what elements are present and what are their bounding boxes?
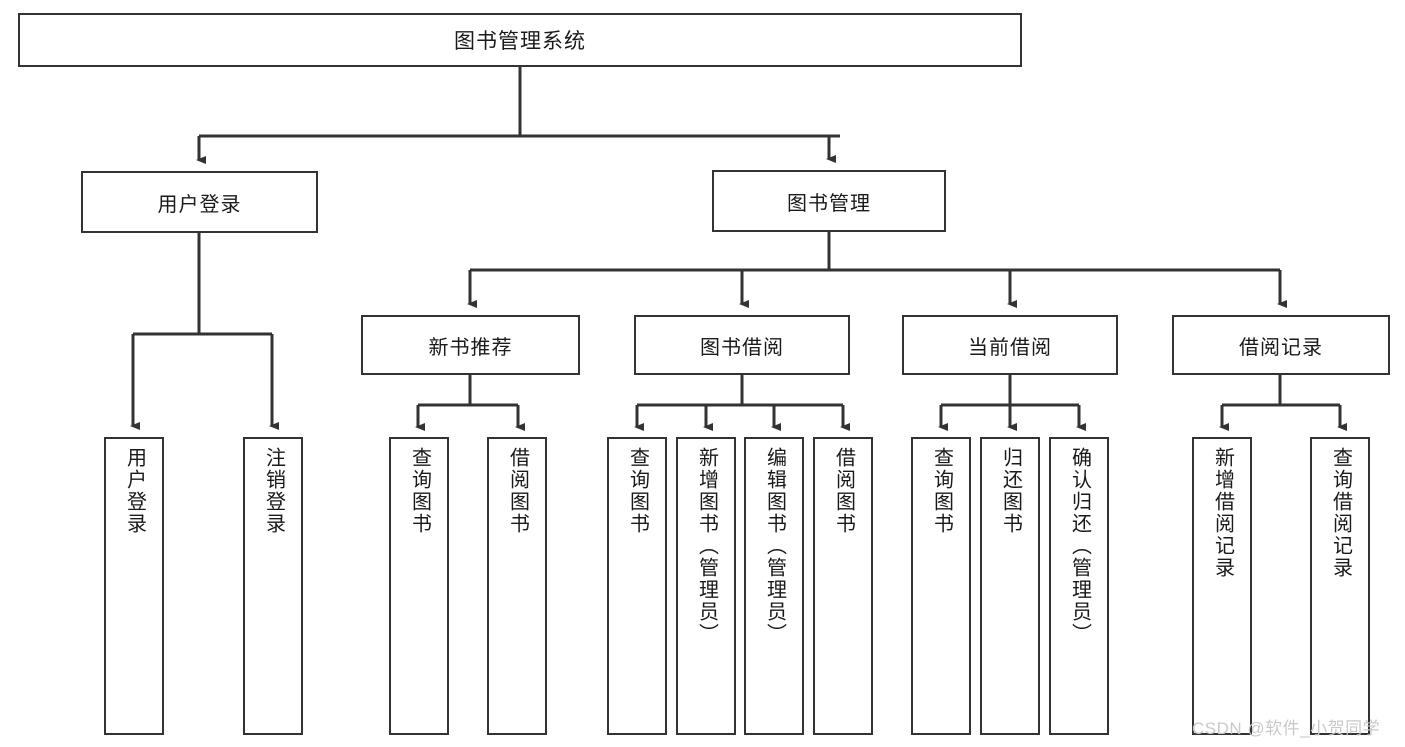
node-book-borrow[interactable]: 图书借阅 (634, 315, 850, 375)
node-label: 用户登录 (157, 193, 242, 216)
leaf-user-login[interactable]: 用户登录 (104, 437, 164, 735)
node-label: 编辑图书（管理员） (763, 447, 786, 645)
node-label: 查询借阅记录 (1329, 447, 1352, 579)
node-label: 图书管理 (787, 192, 871, 215)
leaf-confirm-return-admin[interactable]: 确认归还（管理员） (1049, 437, 1109, 735)
leaf-add-book-admin[interactable]: 新增图书（管理员） (676, 437, 736, 735)
node-new-book-recommend[interactable]: 新书推荐 (361, 315, 580, 375)
node-label: 当前借阅 (968, 336, 1052, 359)
node-label: 确认归还（管理员） (1068, 447, 1091, 645)
leaf-edit-book-admin[interactable]: 编辑图书（管理员） (744, 437, 804, 735)
node-borrow-record[interactable]: 借阅记录 (1172, 315, 1390, 375)
watermark-text: CSDN @软件_小贺同学 (1192, 719, 1381, 738)
node-label: 查询图书 (930, 447, 953, 535)
leaf-return-book[interactable]: 归还图书 (980, 437, 1040, 735)
node-label: 借阅图书 (506, 447, 529, 535)
node-label: 新增图书（管理员） (695, 447, 718, 645)
node-label: 新增借阅记录 (1211, 447, 1234, 579)
node-label: 图书借阅 (700, 336, 784, 359)
leaf-borrow-book[interactable]: 借阅图书 (813, 437, 873, 735)
node-user-login[interactable]: 用户登录 (81, 171, 318, 233)
node-label: 新书推荐 (428, 336, 513, 359)
node-book-management[interactable]: 图书管理 (712, 170, 946, 232)
node-label: 用户登录 (123, 447, 146, 535)
node-label: 借阅图书 (832, 447, 855, 535)
leaf-logout[interactable]: 注销登录 (243, 437, 303, 735)
node-root-book-management-system[interactable]: 图书管理系统 (18, 13, 1022, 67)
node-current-borrow[interactable]: 当前借阅 (902, 315, 1118, 375)
leaf-query-book-current[interactable]: 查询图书 (911, 437, 971, 735)
node-label: 查询图书 (626, 447, 649, 535)
node-label: 图书管理系统 (454, 30, 586, 53)
leaf-query-book-borrow[interactable]: 查询图书 (607, 437, 667, 735)
leaf-borrow-book-recommend[interactable]: 借阅图书 (487, 437, 547, 735)
leaf-query-borrow-record[interactable]: 查询借阅记录 (1310, 437, 1370, 735)
node-label: 查询图书 (408, 447, 431, 535)
node-label: 注销登录 (262, 447, 285, 535)
leaf-add-borrow-record[interactable]: 新增借阅记录 (1192, 437, 1252, 735)
node-label: 借阅记录 (1239, 336, 1323, 359)
leaf-query-book-recommend[interactable]: 查询图书 (389, 437, 449, 735)
node-label: 归还图书 (999, 447, 1022, 535)
